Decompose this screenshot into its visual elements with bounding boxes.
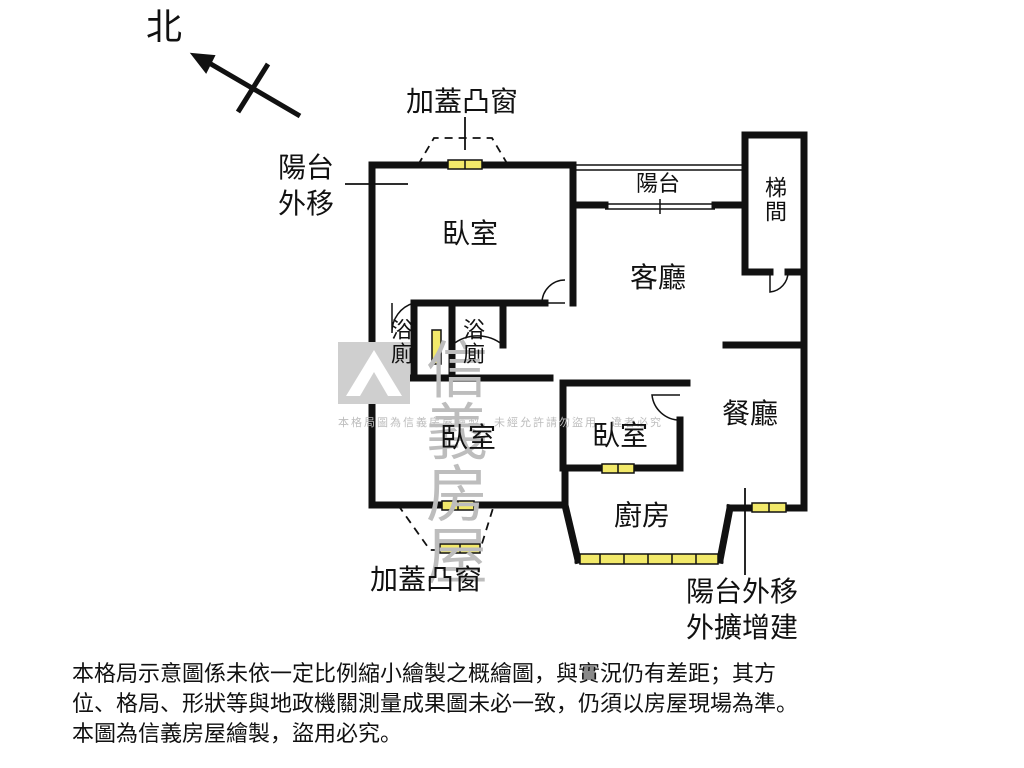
balcony-railing [575, 164, 745, 214]
watermark-subtitle: 本格局圖為信義房屋繪製，未經允許請勿盜用，違者必究 [338, 416, 663, 429]
disclaimer-line-2: 位、格局、形狀等與地政機關測量成果圖未必一致，仍須以房屋現場為準。 [72, 692, 799, 717]
kitchen-label: 廚房 [614, 499, 671, 532]
stairwell-label: 梯間 [761, 176, 786, 224]
balcony-extension-label-1: 陽台外移 [686, 575, 799, 608]
dining-room-label: 餐廳 [722, 397, 779, 430]
compass-label: 北 [146, 7, 183, 48]
bay-window-bottom-label: 加蓋凸窗 [370, 563, 483, 596]
balcony-label: 陽台 [636, 172, 681, 197]
bedroom-1-label: 臥室 [442, 217, 499, 250]
bedroom-2-label: 臥室 [440, 421, 497, 454]
disclaimer-line-1: 本格局示意圖係未依一定比例縮小繪製之概繪圖，與實況仍有差距；其方 [72, 662, 777, 687]
sinyi-logo-icon [338, 342, 410, 404]
bathroom-2-label: 浴廁 [459, 318, 484, 366]
disclaimer-line-3: 本圖為信義房屋繪製，盜用必究。 [72, 722, 403, 747]
bay-window-top-label: 加蓋凸窗 [406, 85, 519, 118]
disclaimer: 本格局示意圖係未依一定比例縮小繪製之概繪圖，與實況仍有差距；其方 位、格局、形狀… [72, 660, 972, 750]
bathroom-1-label: 浴廁 [387, 318, 412, 366]
doors [391, 271, 789, 421]
balcony-moved-label: 陽台外移 [278, 151, 335, 220]
north-arrow-icon [189, 52, 302, 119]
watermark-brand: 信義房屋 [426, 334, 495, 593]
bedroom-3-label: 臥室 [592, 419, 649, 452]
balcony-extension-label-2: 外擴增建 [686, 611, 799, 644]
bay-window-outlines [345, 117, 746, 575]
living-room-label: 客廳 [630, 261, 687, 294]
